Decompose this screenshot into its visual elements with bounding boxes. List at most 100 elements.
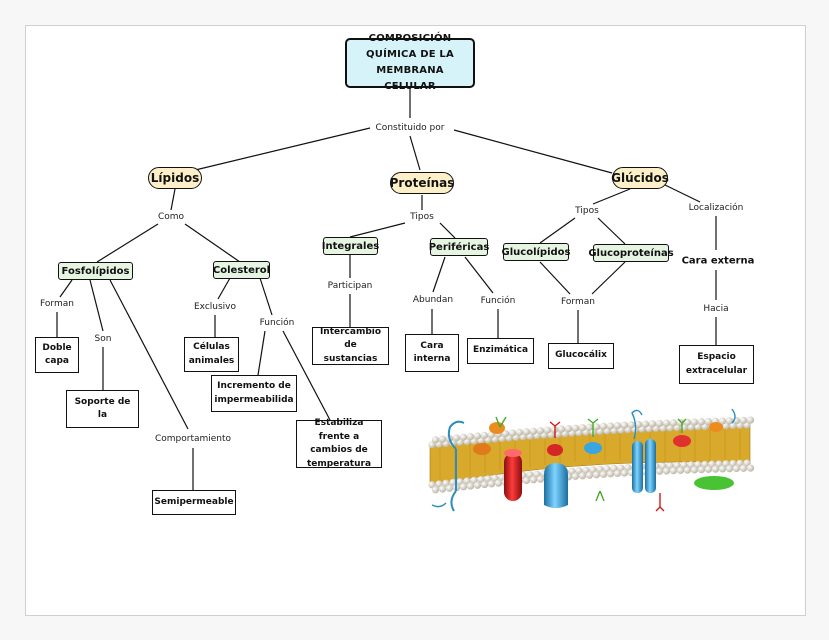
node-glucolipidos: Glucolípidos <box>502 243 571 261</box>
link-tipos-proteinas: Tipos <box>408 212 436 222</box>
node-cara-externa: Cara externa <box>681 255 755 267</box>
link-forman-glucidos: Forman <box>559 297 597 307</box>
link-abundan: Abundan <box>410 295 456 305</box>
lipid-head <box>613 421 622 430</box>
lipid-head <box>431 486 440 494</box>
lipid-head <box>529 427 538 435</box>
lipid-head <box>494 479 503 487</box>
lipid-head <box>687 461 695 469</box>
lipid-head <box>480 431 489 439</box>
lipid-head <box>624 464 632 472</box>
lipid-head <box>543 426 552 434</box>
lipid-head <box>466 433 475 441</box>
lipid-head <box>526 471 534 479</box>
lipid-head <box>620 469 629 477</box>
node-glucoproteinas: Glucoproteínas <box>588 244 674 262</box>
lipid-head <box>627 421 636 429</box>
lipid-head <box>480 480 489 489</box>
lipid-head <box>459 433 468 441</box>
lipid-head <box>673 461 681 469</box>
lipid-head <box>697 466 706 474</box>
lipid-head <box>522 428 531 436</box>
lipid-head <box>575 467 583 475</box>
lipid-head <box>697 418 706 426</box>
lipid-head <box>718 417 727 425</box>
lipid-head <box>725 465 734 473</box>
lipid-head <box>445 484 454 492</box>
lipid-head <box>669 467 678 475</box>
link-comportamiento: Comportamiento <box>152 434 234 444</box>
lipid-head <box>592 471 601 479</box>
lipid-head <box>701 460 709 468</box>
lipid-head <box>694 461 702 469</box>
lipid-head <box>599 470 608 478</box>
lipid-head <box>722 460 730 468</box>
lipid-head <box>606 422 615 430</box>
lipid-head <box>676 466 685 474</box>
lipid-head <box>613 469 622 478</box>
lipid-head <box>578 424 587 432</box>
lipid-head <box>522 476 531 485</box>
node-cara-interna: Cara interna <box>405 334 459 372</box>
lipid-head <box>739 464 748 472</box>
lipid-head <box>568 467 576 475</box>
node-lipidos: Lípidos <box>148 167 202 189</box>
node-semipermeable: Semipermeable <box>152 490 236 515</box>
lipid-head <box>536 475 545 483</box>
lipid-head <box>529 476 538 484</box>
link-constituido-por: Constituido por <box>373 123 447 133</box>
lipid-head <box>690 418 699 426</box>
lipid-head <box>582 466 590 474</box>
lipid-head <box>746 464 755 472</box>
lipid-head <box>473 481 482 489</box>
node-fosfolipidos: Fosfolípidos <box>58 262 133 280</box>
lipid-head <box>487 480 496 488</box>
lipid-head <box>557 425 566 433</box>
lipid-head <box>725 417 734 425</box>
lipid-head <box>456 478 464 486</box>
node-proteinas: Proteínas <box>390 172 454 194</box>
lipid-head <box>662 467 671 475</box>
lipid-head <box>463 477 471 485</box>
lipid-head <box>729 459 737 468</box>
lipid-head <box>589 466 597 474</box>
lipid-head <box>438 435 447 443</box>
lipid-head <box>620 421 629 429</box>
lipid-head <box>585 471 594 479</box>
lipid-head <box>564 425 573 433</box>
link-funcion-colesterol: Función <box>257 318 297 328</box>
node-doble-capa: Doble capa <box>35 337 79 373</box>
node-celulas-animales: Células animales <box>184 337 239 372</box>
lipid-head <box>491 474 499 482</box>
lipid-head <box>438 485 447 493</box>
node-estabiliza: Estabiliza frente a cambios de temperatu… <box>296 418 382 469</box>
lipid-head <box>711 465 720 473</box>
node-glucidos: Glúcidos <box>611 167 669 189</box>
lipid-head <box>659 462 667 470</box>
link-tipos-glucidos: Tipos <box>573 206 601 216</box>
lipid-head <box>732 464 741 473</box>
link-son: Son <box>92 334 114 344</box>
link-como: Como <box>155 212 187 222</box>
lipid-head <box>641 420 650 428</box>
lipid-head <box>606 470 615 478</box>
lipid-head <box>435 480 443 488</box>
lipid-head <box>508 429 517 437</box>
lipid-head <box>449 478 457 487</box>
link-participan: Participan <box>325 281 375 291</box>
lipid-head <box>484 475 492 483</box>
lipid-head <box>669 419 678 427</box>
lipid-head <box>470 476 478 484</box>
lipid-head <box>617 464 625 472</box>
lipid-head <box>718 465 727 473</box>
node-intercambio: Intercambio de sustancias <box>312 327 389 365</box>
lipid-head <box>571 472 580 480</box>
link-localizacion: Localización <box>686 203 746 213</box>
lipid-head <box>690 466 699 474</box>
lipid-head <box>428 441 436 449</box>
lipid-head <box>736 459 744 467</box>
lipid-head <box>452 434 461 442</box>
lipid-head <box>708 460 716 468</box>
lipid-head <box>655 419 664 428</box>
